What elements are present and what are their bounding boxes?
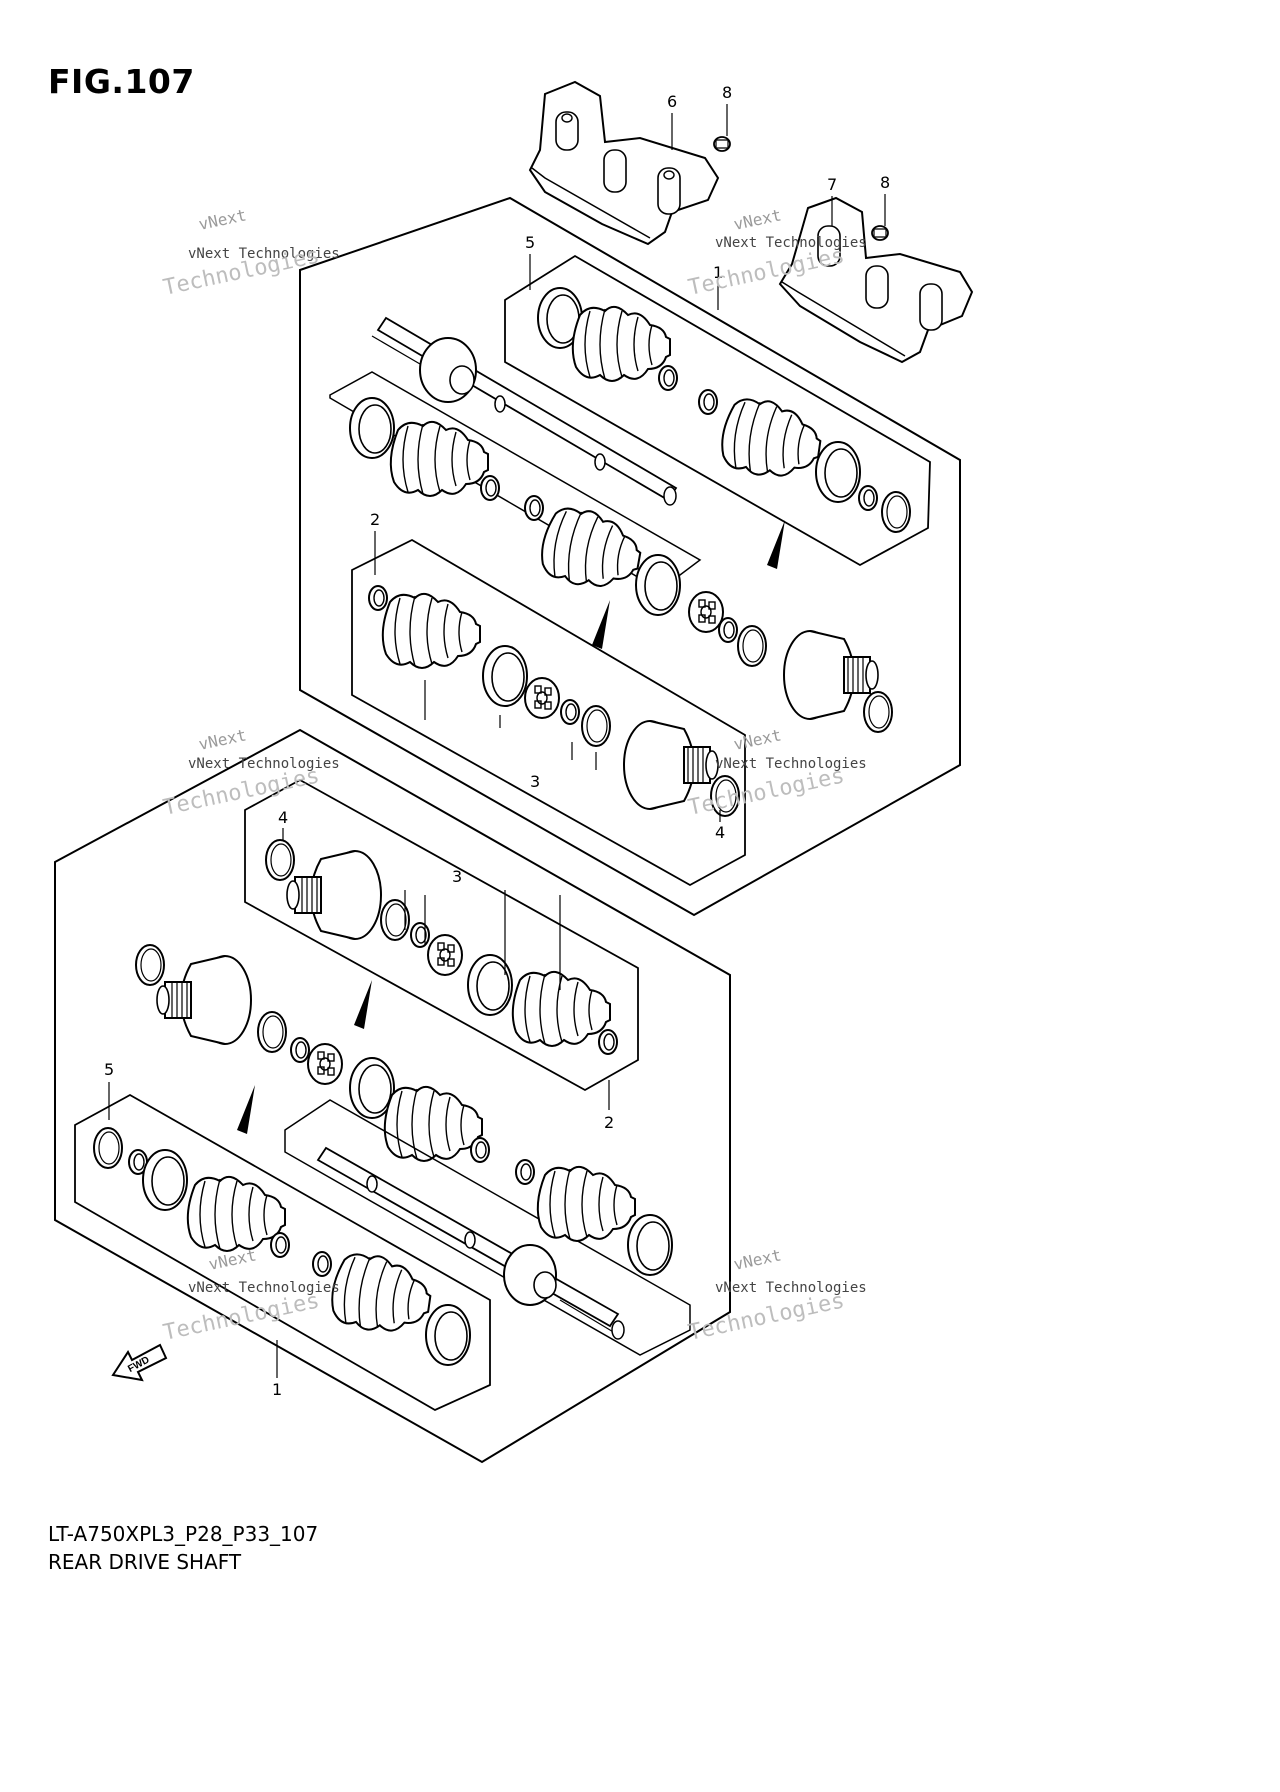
axle-shaft-lower bbox=[316, 1146, 625, 1340]
callout-1-upper: 1 bbox=[713, 263, 723, 282]
lower-assembly bbox=[54, 728, 731, 1464]
svg-text:vNext Technologies: vNext Technologies bbox=[188, 246, 340, 262]
watermark-bottom-right: vNext vNext Technologies Technologies bbox=[686, 1245, 867, 1346]
svg-text:vNext: vNext bbox=[207, 1245, 258, 1274]
callout-8-lower: 8 bbox=[880, 173, 890, 192]
svg-text:vNext Technologies: vNext Technologies bbox=[715, 1280, 867, 1296]
svg-text:Technologies: Technologies bbox=[161, 1288, 322, 1346]
axle-shaft-upper bbox=[371, 316, 678, 506]
svg-text:vNext: vNext bbox=[732, 725, 783, 754]
svg-text:Technologies: Technologies bbox=[686, 1288, 847, 1346]
callout-5-upper: 5 bbox=[525, 233, 535, 252]
callouts: 6 8 7 8 5 1 2 3 4 4 3 2 5 1 bbox=[104, 83, 890, 1399]
guard-plate-7 bbox=[778, 196, 974, 364]
svg-text:vNext Technologies: vNext Technologies bbox=[715, 756, 867, 772]
svg-text:vNext: vNext bbox=[732, 1245, 783, 1274]
callout-8-upper: 8 bbox=[722, 83, 732, 102]
callout-7: 7 bbox=[827, 175, 837, 194]
callout-3-lower: 3 bbox=[452, 867, 462, 886]
callout-2-upper: 2 bbox=[370, 510, 380, 529]
model-code: LT-A750XPL3_P28_P33_107 bbox=[48, 1522, 319, 1546]
callout-6: 6 bbox=[667, 92, 677, 111]
callout-4-lower: 4 bbox=[278, 808, 288, 827]
watermarks: vNext vNext Technologies Technologies vN… bbox=[161, 205, 867, 1346]
figure-title: FIG.107 bbox=[48, 62, 195, 101]
callout-3-upper: 3 bbox=[530, 772, 540, 791]
diagram-caption: REAR DRIVE SHAFT bbox=[48, 1550, 242, 1574]
svg-text:vNext: vNext bbox=[197, 725, 248, 754]
callout-5-lower: 5 bbox=[104, 1060, 114, 1079]
upper-assembly bbox=[299, 80, 974, 917]
svg-text:vNext Technologies: vNext Technologies bbox=[715, 235, 867, 251]
bolt-8-lower bbox=[871, 225, 889, 241]
callout-2-lower: 2 bbox=[604, 1113, 614, 1132]
callout-4-upper: 4 bbox=[715, 823, 725, 842]
svg-text:vNext: vNext bbox=[732, 205, 783, 234]
fwd-arrow-icon: FWD bbox=[111, 1343, 168, 1382]
svg-text:vNext Technologies: vNext Technologies bbox=[188, 1280, 340, 1296]
guard-plate-6 bbox=[528, 80, 720, 246]
bolt-8-upper bbox=[713, 136, 731, 152]
watermark-top-left: vNext vNext Technologies Technologies bbox=[161, 205, 340, 301]
svg-text:vNext: vNext bbox=[197, 205, 248, 234]
svg-text:vNext Technologies: vNext Technologies bbox=[188, 756, 340, 772]
callout-1-lower: 1 bbox=[272, 1380, 282, 1399]
